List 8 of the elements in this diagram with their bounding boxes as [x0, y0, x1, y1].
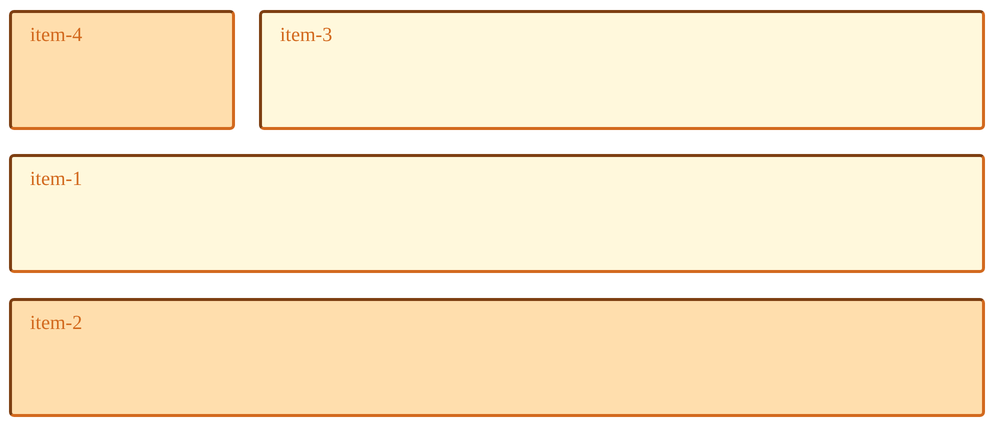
item-label: item-4 [30, 23, 82, 47]
item-box [9, 298, 985, 417]
item-label: item-2 [30, 311, 82, 335]
item-box [259, 10, 985, 130]
item-box [9, 154, 985, 273]
item-label: item-3 [280, 23, 332, 47]
item-label: item-1 [30, 167, 82, 191]
item-box [9, 10, 235, 130]
